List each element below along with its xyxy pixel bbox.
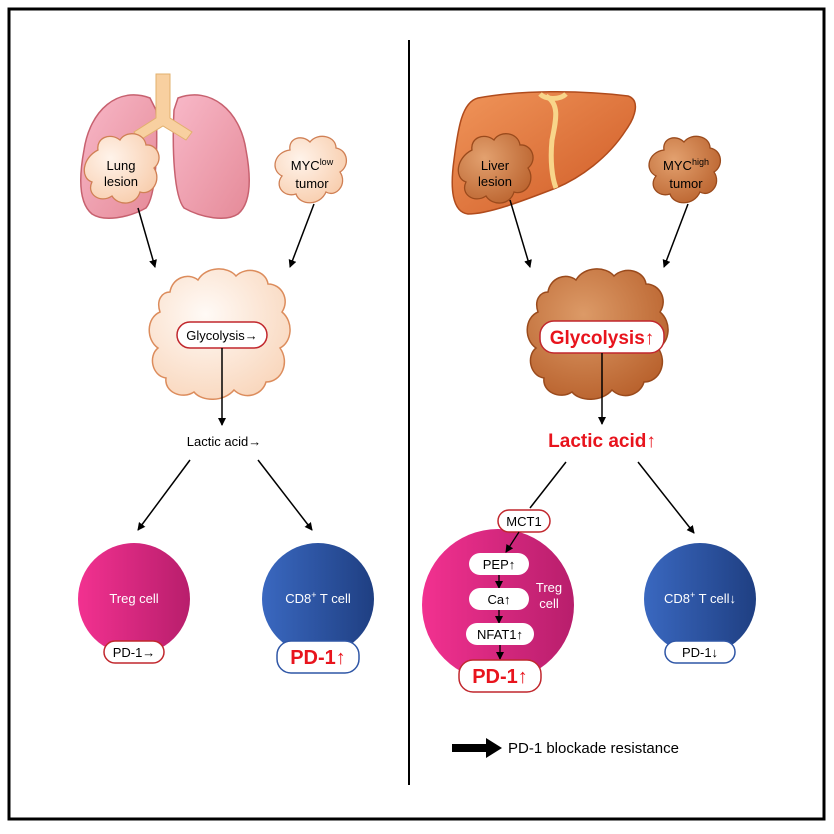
right-cd8-cell [644, 543, 756, 655]
right-treg-label-line2: cell [539, 596, 559, 611]
lung-lesion-tumor: Lung lesion [83, 133, 160, 204]
arrow-right-lactate-to-cd8 [637, 461, 695, 534]
left-glycolysis-label: Glycolysis→ [186, 328, 258, 343]
left-treg-cell [78, 543, 190, 655]
left-lactic-acid-label: Lactic acid→ [187, 434, 261, 449]
mct1-pill [497, 509, 551, 533]
nfat1-label: NFAT1↑ [477, 627, 523, 642]
ca-label: Ca↑ [487, 592, 510, 607]
pep-label: PEP↑ [483, 557, 516, 572]
liver-lesion-label-line1: Liver [481, 158, 510, 173]
arrow-left-lactate-to-cd8 [257, 459, 313, 531]
arrow-mct1-to-pep [505, 531, 520, 553]
lung-lesion-label-line1: Lung [107, 158, 136, 173]
right-cd8-label: CD8+ T cell↓ [664, 590, 736, 606]
left-cd8-pd1-pill [276, 640, 360, 674]
myc-low-label-line2: tumor [295, 176, 329, 191]
right-glycolysis-label: Glycolysis↑ [550, 328, 655, 349]
left-treg-pd1-pill [103, 640, 165, 664]
right-lactic-acid-label: Lactic acid↑ [548, 431, 656, 452]
arrow-lung-to-tumor [137, 207, 157, 268]
pep-pill [469, 553, 529, 575]
left-cd8-cell [262, 543, 374, 655]
thick-arrow-icon [452, 738, 502, 758]
lung-lesion-label-line2: lesion [104, 174, 138, 189]
arrow-myc-high-to-tumor [662, 203, 689, 268]
myc-high-label-line2: tumor [669, 176, 703, 191]
myc-high-tumor: MYChigh tumor [648, 135, 721, 204]
right-cd8-pd1-label: PD-1↓ [682, 645, 718, 660]
right-cd8-pd1-pill [664, 640, 736, 664]
mct1-label: MCT1 [506, 514, 541, 529]
right-treg-pd1-label: PD-1↑ [472, 666, 528, 688]
arrow-myc-low-to-tumor [288, 203, 315, 268]
legend-label: PD-1 blockade resistance [508, 740, 679, 757]
right-treg-pd1-pill [458, 659, 542, 693]
left-cd8-label: CD8+ T cell [285, 590, 351, 606]
arrow-left-lactate-to-treg [137, 459, 191, 531]
liver-lesion-label-line2: lesion [478, 174, 512, 189]
myc-low-tumor: MYClow tumor [274, 135, 347, 204]
arrow-right-lactate-to-mct1 [529, 461, 567, 509]
myc-low-label: MYClow [291, 157, 334, 173]
left-cd8-pd1-label: PD-1↑ [290, 647, 346, 669]
left-treg-pd1-label: PD-1→ [113, 645, 156, 660]
myc-high-label: MYChigh [663, 157, 709, 173]
legend: PD-1 blockade resistance [452, 738, 679, 758]
right-treg-label-line1: Treg [536, 580, 562, 595]
left-treg-label: Treg cell [109, 591, 158, 606]
nfat1-pill [466, 623, 534, 645]
liver-lesion-tumor: Liver lesion [457, 133, 534, 204]
arrow-liver-to-tumor [509, 199, 532, 268]
ca-pill [469, 588, 529, 610]
